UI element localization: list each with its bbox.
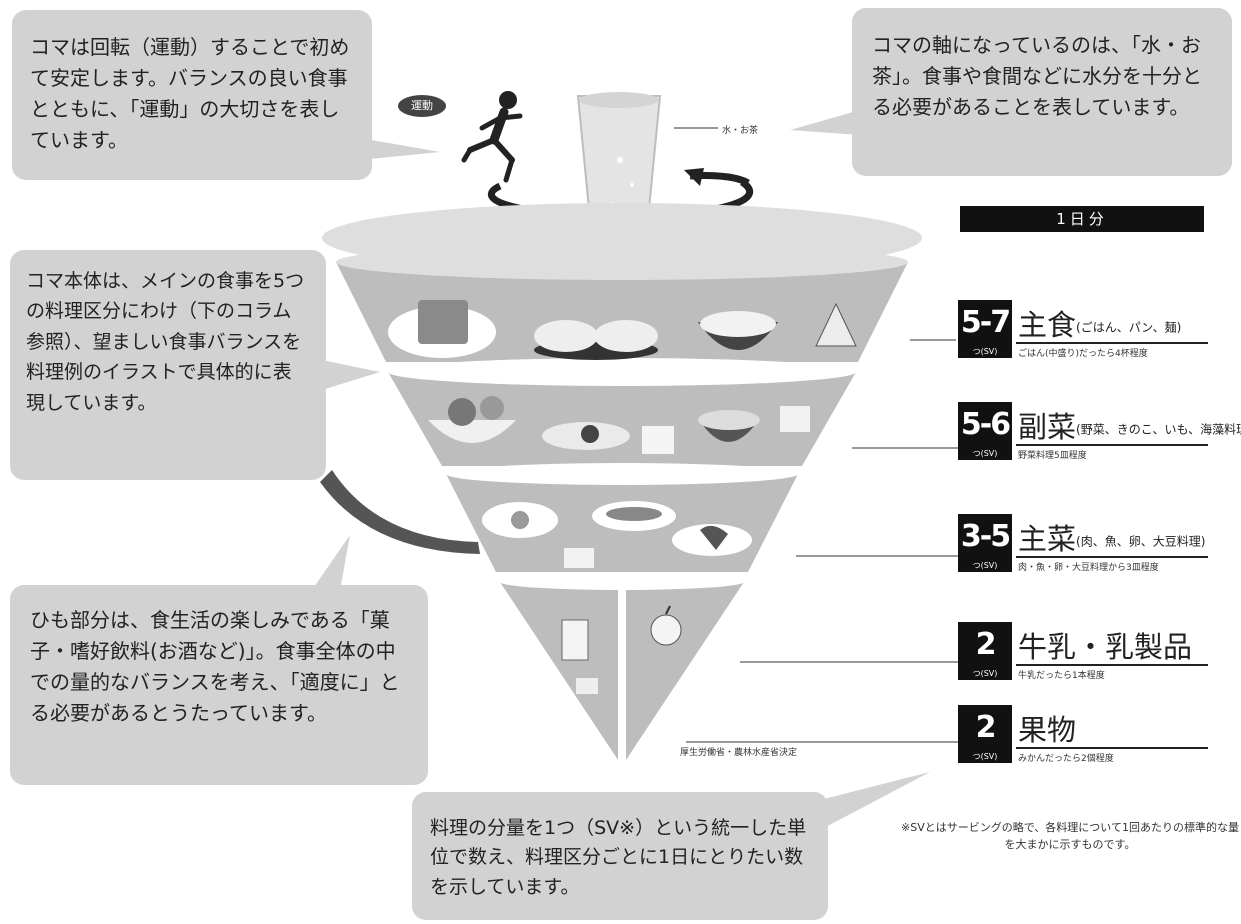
meat-plate-icon <box>672 524 752 556</box>
body-explanation-text: コマ本体は、メインの食事を5つの料理区分にわけ（下のコラム参照）、望ましい食事バ… <box>26 270 305 414</box>
small-dish-icon <box>642 426 674 454</box>
salad-bowl-icon <box>428 396 516 443</box>
bubble-tail-exercise <box>360 138 440 160</box>
noodle-bowl-icon <box>698 311 778 350</box>
credit-label: 厚生労働省・農林水産省決定 <box>680 748 798 758</box>
serving-count: 5-7 <box>958 300 1012 346</box>
sv-explanation-bubble: 料理の分量を1つ（SV※）という統一した単位で数え、料理区分ごとに1日にとりたい… <box>412 792 828 920</box>
string-explanation-bubble: ひも部分は、食生活の楽しみである「菓子・嗜好飲料(お酒など)」。食事全体の中での… <box>10 585 428 785</box>
runner-icon <box>461 91 523 183</box>
tier-vegetable <box>388 372 856 466</box>
tier-rule <box>1016 747 1208 749</box>
tier-note: 牛乳だったら1本程度 <box>1018 671 1105 681</box>
tier-label-milk: 2 つ(SV) 牛乳・乳製品 牛乳だったら1本程度 <box>958 622 1208 682</box>
tier-name: 副菜(野菜、きのこ、いも、海藻料理) <box>1018 410 1241 444</box>
water-explanation-bubble: コマの軸になっているのは、「水・お茶」。食事や食間などに水分を十分とる必要がある… <box>852 8 1232 176</box>
tier-label-vegetable: 5-6 つ(SV) 副菜(野菜、きのこ、いも、海藻料理) 野菜料理5皿程度 <box>958 402 1241 462</box>
daily-header: 1日分 <box>960 206 1204 232</box>
apple-icon <box>650 605 682 646</box>
exercise-label: 運動 <box>398 95 446 117</box>
exercise-explanation-text: コマは回転（運動）することで初めて安定します。バランスの良い食事とともに、「運動… <box>30 35 350 152</box>
water-explanation-text: コマの軸になっているのは、「水・お茶」。食事や食間などに水分を十分とる必要がある… <box>872 33 1202 119</box>
tier-name: 主菜(肉、魚、卵、大豆料理) <box>1018 522 1206 556</box>
rice-ball-icon <box>815 302 857 347</box>
tier-rule <box>1016 556 1208 558</box>
serving-count: 3-5 <box>958 514 1012 560</box>
milk-glass-icon <box>561 619 589 661</box>
fried-egg-icon <box>482 502 558 538</box>
string-band <box>320 470 480 554</box>
serving-count: 2 <box>958 622 1012 668</box>
sv-footnote: ※SVとはサービングの略で、各料理について1回あたりの標準的な量を大まかに示すも… <box>901 821 1239 851</box>
fish-plate-icon <box>592 501 676 531</box>
tier-note: 野菜料理5皿程度 <box>1018 451 1087 461</box>
tier-note: 肉・魚・卵・大豆料理から3皿程度 <box>1018 563 1159 573</box>
tofu-icon <box>564 548 594 568</box>
cheese-icon <box>576 678 598 694</box>
exercise-explanation-bubble: コマは回転（運動）することで初めて安定します。バランスの良い食事とともに、「運動… <box>12 10 372 180</box>
serving-unit: つ(SV) <box>958 448 1012 460</box>
tier-label-main-dish: 3-5 つ(SV) 主菜(肉、魚、卵、大豆料理) 肉・魚・卵・大豆料理から3皿程… <box>958 514 1208 574</box>
tier-name: 牛乳・乳製品 <box>1018 630 1193 664</box>
tier-fruit <box>626 582 744 760</box>
tier-milk <box>500 582 618 760</box>
serving-count: 5-6 <box>958 402 1012 448</box>
serving-count: 2 <box>958 705 1012 751</box>
bubble-tail-string <box>312 535 350 590</box>
tier-label-fruit: 2 つ(SV) 果物 みかんだったら2個程度 <box>958 705 1208 765</box>
soup-bowl-icon <box>698 410 760 442</box>
side-cup-icon <box>780 406 810 432</box>
tier-rule <box>1016 342 1208 344</box>
tier-label-grain: 5-7 つ(SV) 主食(ごはん、パン、麺) ごはん(中盛り)だったら4杯程度 <box>958 300 1208 360</box>
rotation-arrowhead-icon <box>684 168 704 186</box>
tier-note: みかんだったら2個程度 <box>1018 754 1114 764</box>
tier-rule <box>1016 664 1208 666</box>
tier-name: 果物 <box>1018 713 1077 747</box>
body-explanation-bubble: コマ本体は、メインの食事を5つの料理区分にわけ（下のコラム参照）、望ましい食事バ… <box>10 250 326 480</box>
water-label: 水・お茶 <box>722 126 759 136</box>
tier-name: 主食(ごはん、パン、麺) <box>1018 308 1182 342</box>
tier-rule <box>1016 444 1208 446</box>
bread-icon <box>388 300 496 358</box>
tier-note: ごはん(中盛り)だったら4杯程度 <box>1018 349 1148 359</box>
bubble-tail-body <box>322 360 380 390</box>
string-explanation-text: ひも部分は、食生活の楽しみである「菓子・嗜好飲料(お酒など)」。食事全体の中での… <box>30 608 400 725</box>
bubble-tail-water <box>790 110 860 135</box>
bubble-tail-sv <box>820 772 930 830</box>
vegetable-plate-icon <box>542 422 630 450</box>
sv-explanation-text: 料理の分量を1つ（SV※）という統一した単位で数え、料理区分ごとに1日にとりたい… <box>430 817 807 898</box>
rice-bowls-icon <box>534 320 658 360</box>
serving-unit: つ(SV) <box>958 751 1012 763</box>
serving-unit: つ(SV) <box>958 346 1012 358</box>
serving-unit: つ(SV) <box>958 560 1012 572</box>
serving-unit: つ(SV) <box>958 668 1012 680</box>
